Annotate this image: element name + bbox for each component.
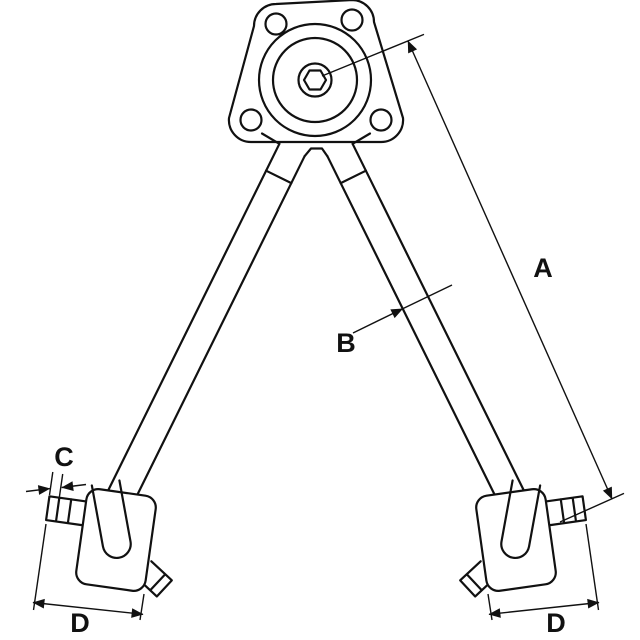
dim-d-right-label: D [546,608,566,638]
dim-d-left-line [32,598,144,618]
hub-outer-circle [257,22,373,138]
dim-b-leader [352,308,404,334]
dim-c-extension-2 [58,473,64,498]
hub-inner-circle [271,36,359,124]
dimension-c [25,471,87,498]
dim-b-crossing-line [402,284,453,310]
hub-bore-circle [297,62,333,98]
hex-socket [302,69,328,91]
dim-c-arrow-left [25,485,51,495]
right-arm-transition-line [339,169,367,185]
dimension-b [352,284,453,334]
dim-d-right-line [488,598,600,618]
dimension-d-right [487,523,600,621]
right-arm [326,142,527,507]
dimension-a [321,33,625,523]
dim-c-arrow-right [61,481,87,491]
dim-c-extension-1 [48,471,54,496]
bolt-hole [264,12,288,36]
dim-d-right-extension-1 [487,593,493,621]
left-arm [105,142,306,507]
arm-chamfer-left [260,132,281,145]
dim-d-left-extension-2 [139,593,145,621]
bolt-hole [369,108,393,132]
bolt-hole [340,8,364,32]
dim-a-label: A [533,253,553,283]
dim-d-right-extension-2 [585,523,600,611]
dim-d-left-label: D [70,608,90,638]
left-arm-transition-line [265,169,293,185]
dim-c-label: C [54,442,74,472]
dimension-d-left [32,523,145,621]
dim-a-extension-bottom [559,492,625,523]
bolt-hole [239,108,263,132]
dim-b-label: B [336,328,356,358]
right-bushing [446,469,596,600]
dim-a-line [407,40,613,500]
dim-a-extension-top [321,33,425,77]
arm-chamfer-right [351,132,372,145]
dim-d-left-extension-1 [32,523,47,611]
arm-junction-notch [303,147,329,158]
